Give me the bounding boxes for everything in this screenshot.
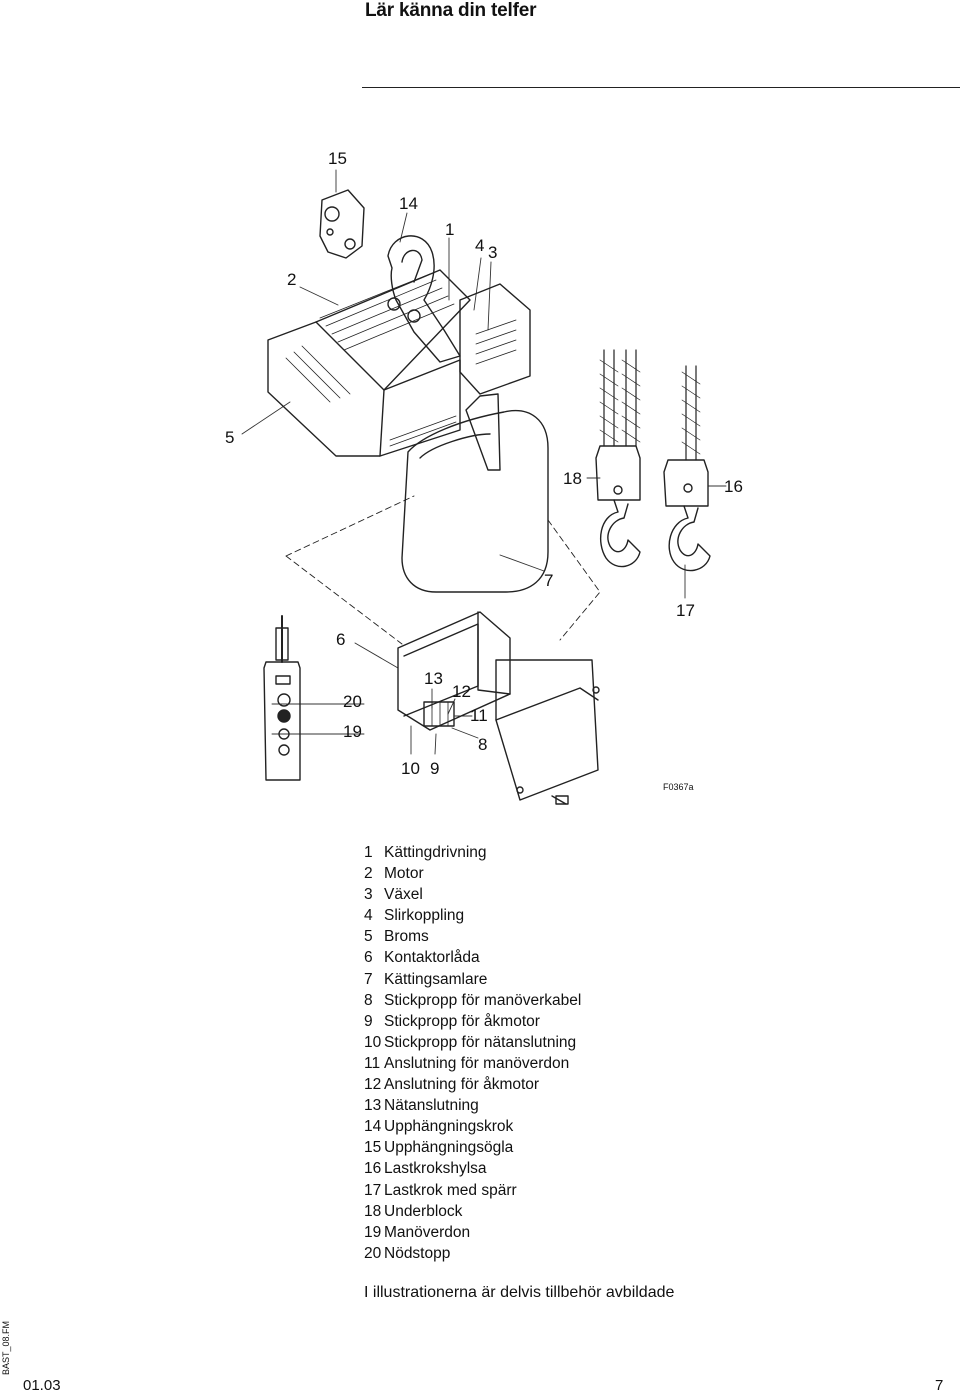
legend-item-text: Växel <box>384 886 423 904</box>
legend-item-text: Anslutning för manöverdon <box>384 1054 570 1072</box>
callout-18: 18 <box>563 469 582 488</box>
legend-item-number: 14 <box>364 1118 382 1136</box>
legend-item: 7 Kättingsamlare <box>364 969 581 990</box>
callout-19: 19 <box>343 722 362 741</box>
suspension-eye <box>319 189 365 259</box>
load-hook-block <box>663 459 711 572</box>
callout-10: 10 <box>401 759 420 778</box>
legend-item-text: Slirkoppling <box>384 907 465 925</box>
suspension-hook <box>387 235 461 363</box>
legend-item-text: Lastkrokshylsa <box>384 1160 487 1178</box>
legend-item-text: Upphängningsögla <box>384 1139 514 1157</box>
callout-8: 8 <box>478 735 487 754</box>
accessories-note: I illustrationerna är delvis tillbehör a… <box>364 1284 675 1301</box>
callout-20: 20 <box>343 692 362 711</box>
callout-11: 11 <box>470 706 488 725</box>
load-chains <box>599 349 701 461</box>
legend-item-text: Stickpropp för manöverkabel <box>384 991 582 1009</box>
footer-date: 01.03 <box>23 1377 61 1394</box>
callout-17: 17 <box>676 601 695 620</box>
legend-item-text: Underblock <box>384 1202 463 1220</box>
legend-item-number: 18 <box>364 1202 382 1220</box>
figure-code: F0367a <box>663 782 694 792</box>
hoist-exploded-diagram: 15 14 1 4 3 2 5 18 16 7 17 6 20 19 13 12… <box>225 149 743 805</box>
legend-item-text: Kättingsamlare <box>384 970 488 988</box>
page-number: 7 <box>935 1377 944 1394</box>
legend-item-number: 11 <box>364 1054 381 1072</box>
pendant-control <box>263 615 301 781</box>
legend-item-number: 10 <box>364 1033 382 1051</box>
legend-item-number: 16 <box>364 1160 382 1178</box>
legend-item: 5 Broms <box>364 926 581 947</box>
bottom-block <box>595 445 641 568</box>
callout-9: 9 <box>430 759 439 778</box>
legend-item: 3 Växel <box>364 884 581 905</box>
legend-item-number: 1 <box>364 844 373 861</box>
callout-2: 2 <box>287 270 296 289</box>
header-rule <box>362 87 960 88</box>
legend-item-number: 13 <box>364 1097 382 1115</box>
legend-item-text: Anslutning för åkmotor <box>384 1076 540 1094</box>
legend-item: 9 Stickpropp för åkmotor <box>364 1011 581 1032</box>
callout-1: 1 <box>445 220 454 239</box>
component-legend: 1 Kättingdrivning 2 Motor 3 Växel 4 Slirkopplin… <box>364 842 581 1264</box>
callout-4: 4 <box>475 236 484 255</box>
leader-lines <box>241 169 727 755</box>
legend-item-text: Stickpropp för nätanslutning <box>384 1033 577 1051</box>
legend-item-number: 4 <box>364 907 373 925</box>
legend-item: 2 Motor <box>364 863 581 884</box>
callout-15: 15 <box>328 149 347 168</box>
callout-6: 6 <box>336 630 345 649</box>
legend-item-number: 9 <box>364 1012 373 1030</box>
legend-item-text: Nödstopp <box>384 1244 451 1262</box>
page-title: Lär känna din telfer <box>365 0 537 21</box>
legend-item-text: Upphängningskrok <box>384 1118 514 1136</box>
legend-item: 8 Stickpropp för manöverkabel <box>364 990 581 1011</box>
legend-item: 6 Kontaktorlåda <box>364 947 581 968</box>
side-file-code: BAST_08.FM <box>1 1320 11 1375</box>
legend-item-text: Nätanslutning <box>384 1097 479 1115</box>
chain-container <box>401 393 549 593</box>
legend-item-number: 15 <box>364 1139 382 1157</box>
legend-item-text: Lastkrok med spärr <box>384 1181 517 1199</box>
legend-item-number: 17 <box>364 1181 382 1199</box>
legend-item-text: Kontaktorlåda <box>384 949 480 967</box>
callout-13: 13 <box>424 669 443 688</box>
legend-item-text: Broms <box>384 928 429 946</box>
legend-item-number: 7 <box>364 970 373 988</box>
legend-item-number: 19 <box>364 1223 382 1241</box>
legend-item-text: Motor <box>384 865 424 883</box>
legend-item-text: Kättingdrivning <box>384 844 487 861</box>
legend-item: 1 Kättingdrivning <box>364 842 581 863</box>
legend-item-text: Stickpropp för åkmotor <box>384 1012 540 1030</box>
legend-item-number: 20 <box>364 1244 382 1262</box>
legend-item-number: 5 <box>364 928 373 946</box>
legend-item-number: 2 <box>364 865 373 883</box>
callout-7: 7 <box>544 571 553 590</box>
contactor-box <box>397 611 600 805</box>
legend-item-number: 8 <box>364 991 373 1009</box>
legend-item: 4 Slirkoppling <box>364 905 581 926</box>
motor-housing <box>267 269 531 457</box>
callout-14: 14 <box>399 194 418 213</box>
callout-5: 5 <box>225 428 234 447</box>
callout-16: 16 <box>724 477 743 496</box>
callout-3: 3 <box>488 243 497 262</box>
legend-item-number: 12 <box>364 1076 382 1094</box>
callout-12: 12 <box>452 682 471 701</box>
legend-item-number: 6 <box>364 949 373 967</box>
legend-item-number: 3 <box>364 886 373 904</box>
legend-item-text: Manöverdon <box>384 1223 471 1241</box>
